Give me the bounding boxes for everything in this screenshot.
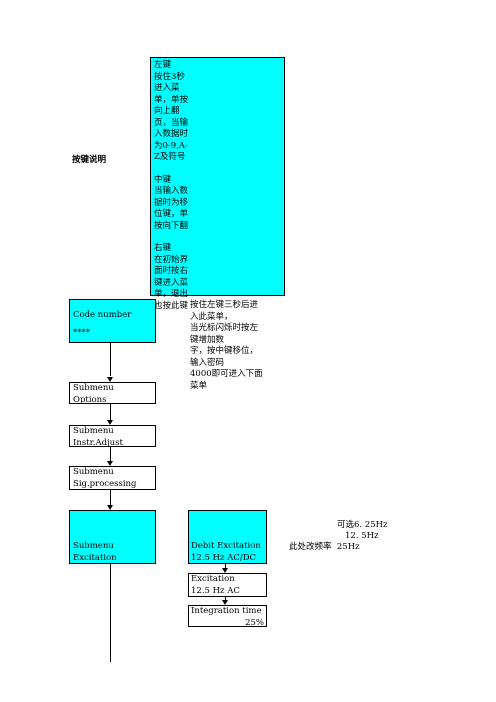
submenu-instr-adjust-line1: Submenu [73,426,114,436]
code-note-line: 键增加数 [190,334,225,345]
code-number-title: Code number [73,310,132,320]
submenu-sig-processing-box: Submenu Sig.processing [69,466,156,490]
right-key-line: 右键 [154,243,172,253]
integration-time-value: 25% [245,617,264,628]
middle-key-line: 据时为移 [154,197,189,208]
left-key-line: 向上翻 [154,106,180,116]
frequency-note-line1: 可选6. 25Hz [337,520,388,530]
submenu-sig-processing-line2: Sig.processing [73,478,137,489]
right-key-line: 在初始界 [154,254,189,265]
left-key-line: 页，当输 [154,117,189,128]
code-note-line: 输入密码 [190,357,225,368]
right-key-line: 也按此键 [154,300,189,311]
submenu-options-line1: Submenu [73,383,114,393]
integration-time-box: Integration time 25% [188,605,267,628]
key-label: 按键说明 [72,155,107,165]
code-note-line: 菜单 [190,380,208,391]
code-note-line: 入此菜单， [190,311,233,322]
left-key-line: 按住3秒 [154,71,185,82]
submenu-instr-adjust-line2: Instr.Adjust [73,437,123,448]
submenu-options-line2: Options [73,394,107,405]
middle-key-line: 当输入数 [154,186,189,196]
left-key-line: 入数据时 [154,129,189,139]
code-note-line: 字，按中键移位， [190,346,259,356]
debit-excitation-box: Debit Excitation 12.5 Hz AC/DC [188,510,267,564]
middle-key-line: 位键，单 [154,209,189,219]
middle-key-description: 中键当输入数据时为移位键，单按向下翻 [154,175,281,233]
debit-excitation-line2: 12.5 Hz AC/DC [191,552,257,563]
code-note-line: 当光标闪烁时按左 [190,323,259,333]
submenu-excitation-line1: Submenu [73,541,114,551]
left-key-description: 左键按住3秒进入菜单，单按向上翻页，当输入数据时为0-9,A-Z及符号 [154,60,281,164]
code-note-line: 4000即可进入下面 [190,369,263,379]
middle-key-line: 中键 [154,174,172,185]
frequency-note-line3: 此处改频率 25Hz [289,542,360,552]
excitation-box: Excitation 12.5 Hz AC [188,573,267,597]
left-key-line: 为0-9,A- [154,140,188,151]
right-key-line: 面时按右 [154,266,189,276]
middle-key-line: 按向下翻 [154,220,189,231]
submenu-sig-processing-line1: Submenu [73,467,114,477]
right-key-description: 右键在初始界面时按右键进入菜单，退出也按此键 [154,243,281,312]
submenu-excitation-line2: Excitation [73,552,117,563]
left-key-line: 单，单按 [154,94,189,105]
debit-excitation-line1: Debit Excitation [191,541,261,551]
excitation-line2: 12.5 Hz AC [191,585,240,596]
code-number-value: **** [73,327,90,338]
integration-time-line1: Integration time [191,606,262,616]
excitation-line1: Excitation [191,574,235,584]
left-key-line: 左键 [154,60,172,70]
code-note-line: 按住左键三秒后进 [190,300,259,310]
submenu-options-box: Submenu Options [69,382,156,405]
left-key-line: 进入菜 [154,83,180,93]
code-number-box: Code number **** [69,299,156,343]
right-key-line: 键进入菜 [154,277,189,288]
submenu-instr-adjust-box: Submenu Instr.Adjust [69,425,156,448]
frequency-note-line2: 12. 5Hz [345,531,379,541]
submenu-excitation-box: Submenu Excitation [69,510,156,564]
right-key-line: 单，退出 [154,289,189,299]
left-key-line: Z及符号 [154,152,186,162]
key-explanation-box: 左键按住3秒进入菜单，单按向上翻页，当输入数据时为0-9,A-Z及符号 中键当输… [150,57,285,311]
